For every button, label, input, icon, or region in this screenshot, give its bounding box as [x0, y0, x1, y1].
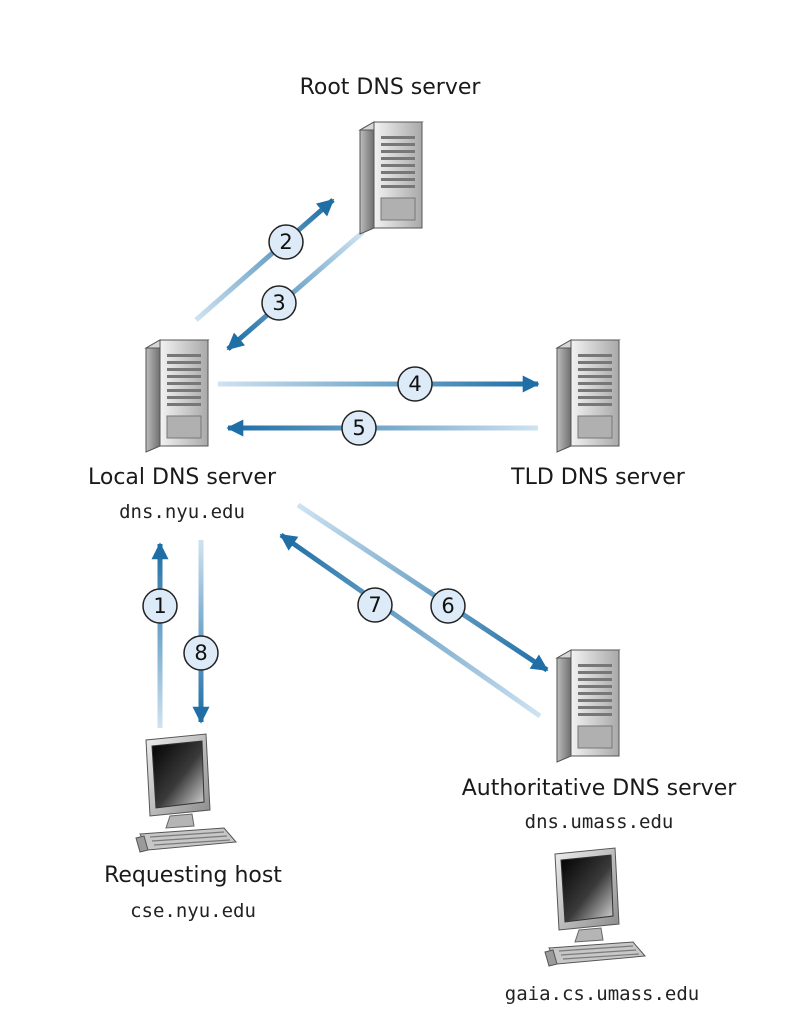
step-number: 1 — [153, 594, 166, 618]
local-dns-server-hostname: dns.nyu.edu — [119, 501, 245, 523]
step-number: 7 — [368, 593, 381, 617]
root-dns-server-label: Root DNS server — [300, 75, 482, 100]
arrow-step-7 — [279, 532, 542, 719]
step-badge-3: 3 — [261, 285, 297, 321]
authoritative-dns-server-icon — [556, 649, 620, 763]
root-dns-server-icon — [359, 121, 423, 235]
arrow-step-2 — [194, 198, 335, 322]
step-badge-2: 2 — [268, 224, 304, 260]
arrow-step-3 — [226, 230, 365, 351]
destination-host-hostname: gaia.cs.umass.edu — [505, 983, 699, 1005]
step-number: 8 — [194, 641, 207, 665]
step-number: 3 — [272, 291, 285, 315]
authoritative-dns-server-label: Authoritative DNS server — [462, 776, 738, 801]
step-badge-1: 1 — [142, 588, 178, 624]
requesting-host-hostname: cse.nyu.edu — [130, 900, 256, 922]
authoritative-dns-server-hostname: dns.umass.edu — [525, 811, 674, 833]
destination-host-computer-icon — [544, 847, 646, 967]
step-badge-6: 6 — [430, 588, 466, 624]
local-dns-server-icon — [145, 339, 209, 453]
requesting-host-label: Requesting host — [104, 863, 282, 888]
arrow-step-6 — [296, 502, 549, 673]
step-number: 5 — [352, 416, 365, 440]
tld-dns-server-icon — [556, 339, 620, 453]
requesting-host-computer-icon — [135, 733, 237, 853]
tld-dns-server-label: TLD DNS server — [510, 465, 686, 490]
step-badge-8: 8 — [183, 635, 219, 671]
step-badge-5: 5 — [341, 410, 377, 446]
local-dns-server-label: Local DNS server — [88, 465, 277, 490]
step-number: 2 — [279, 230, 292, 254]
step-badge-7: 7 — [357, 587, 393, 623]
step-number: 6 — [441, 594, 454, 618]
step-badge-4: 4 — [397, 366, 433, 402]
step-number: 4 — [408, 372, 421, 396]
